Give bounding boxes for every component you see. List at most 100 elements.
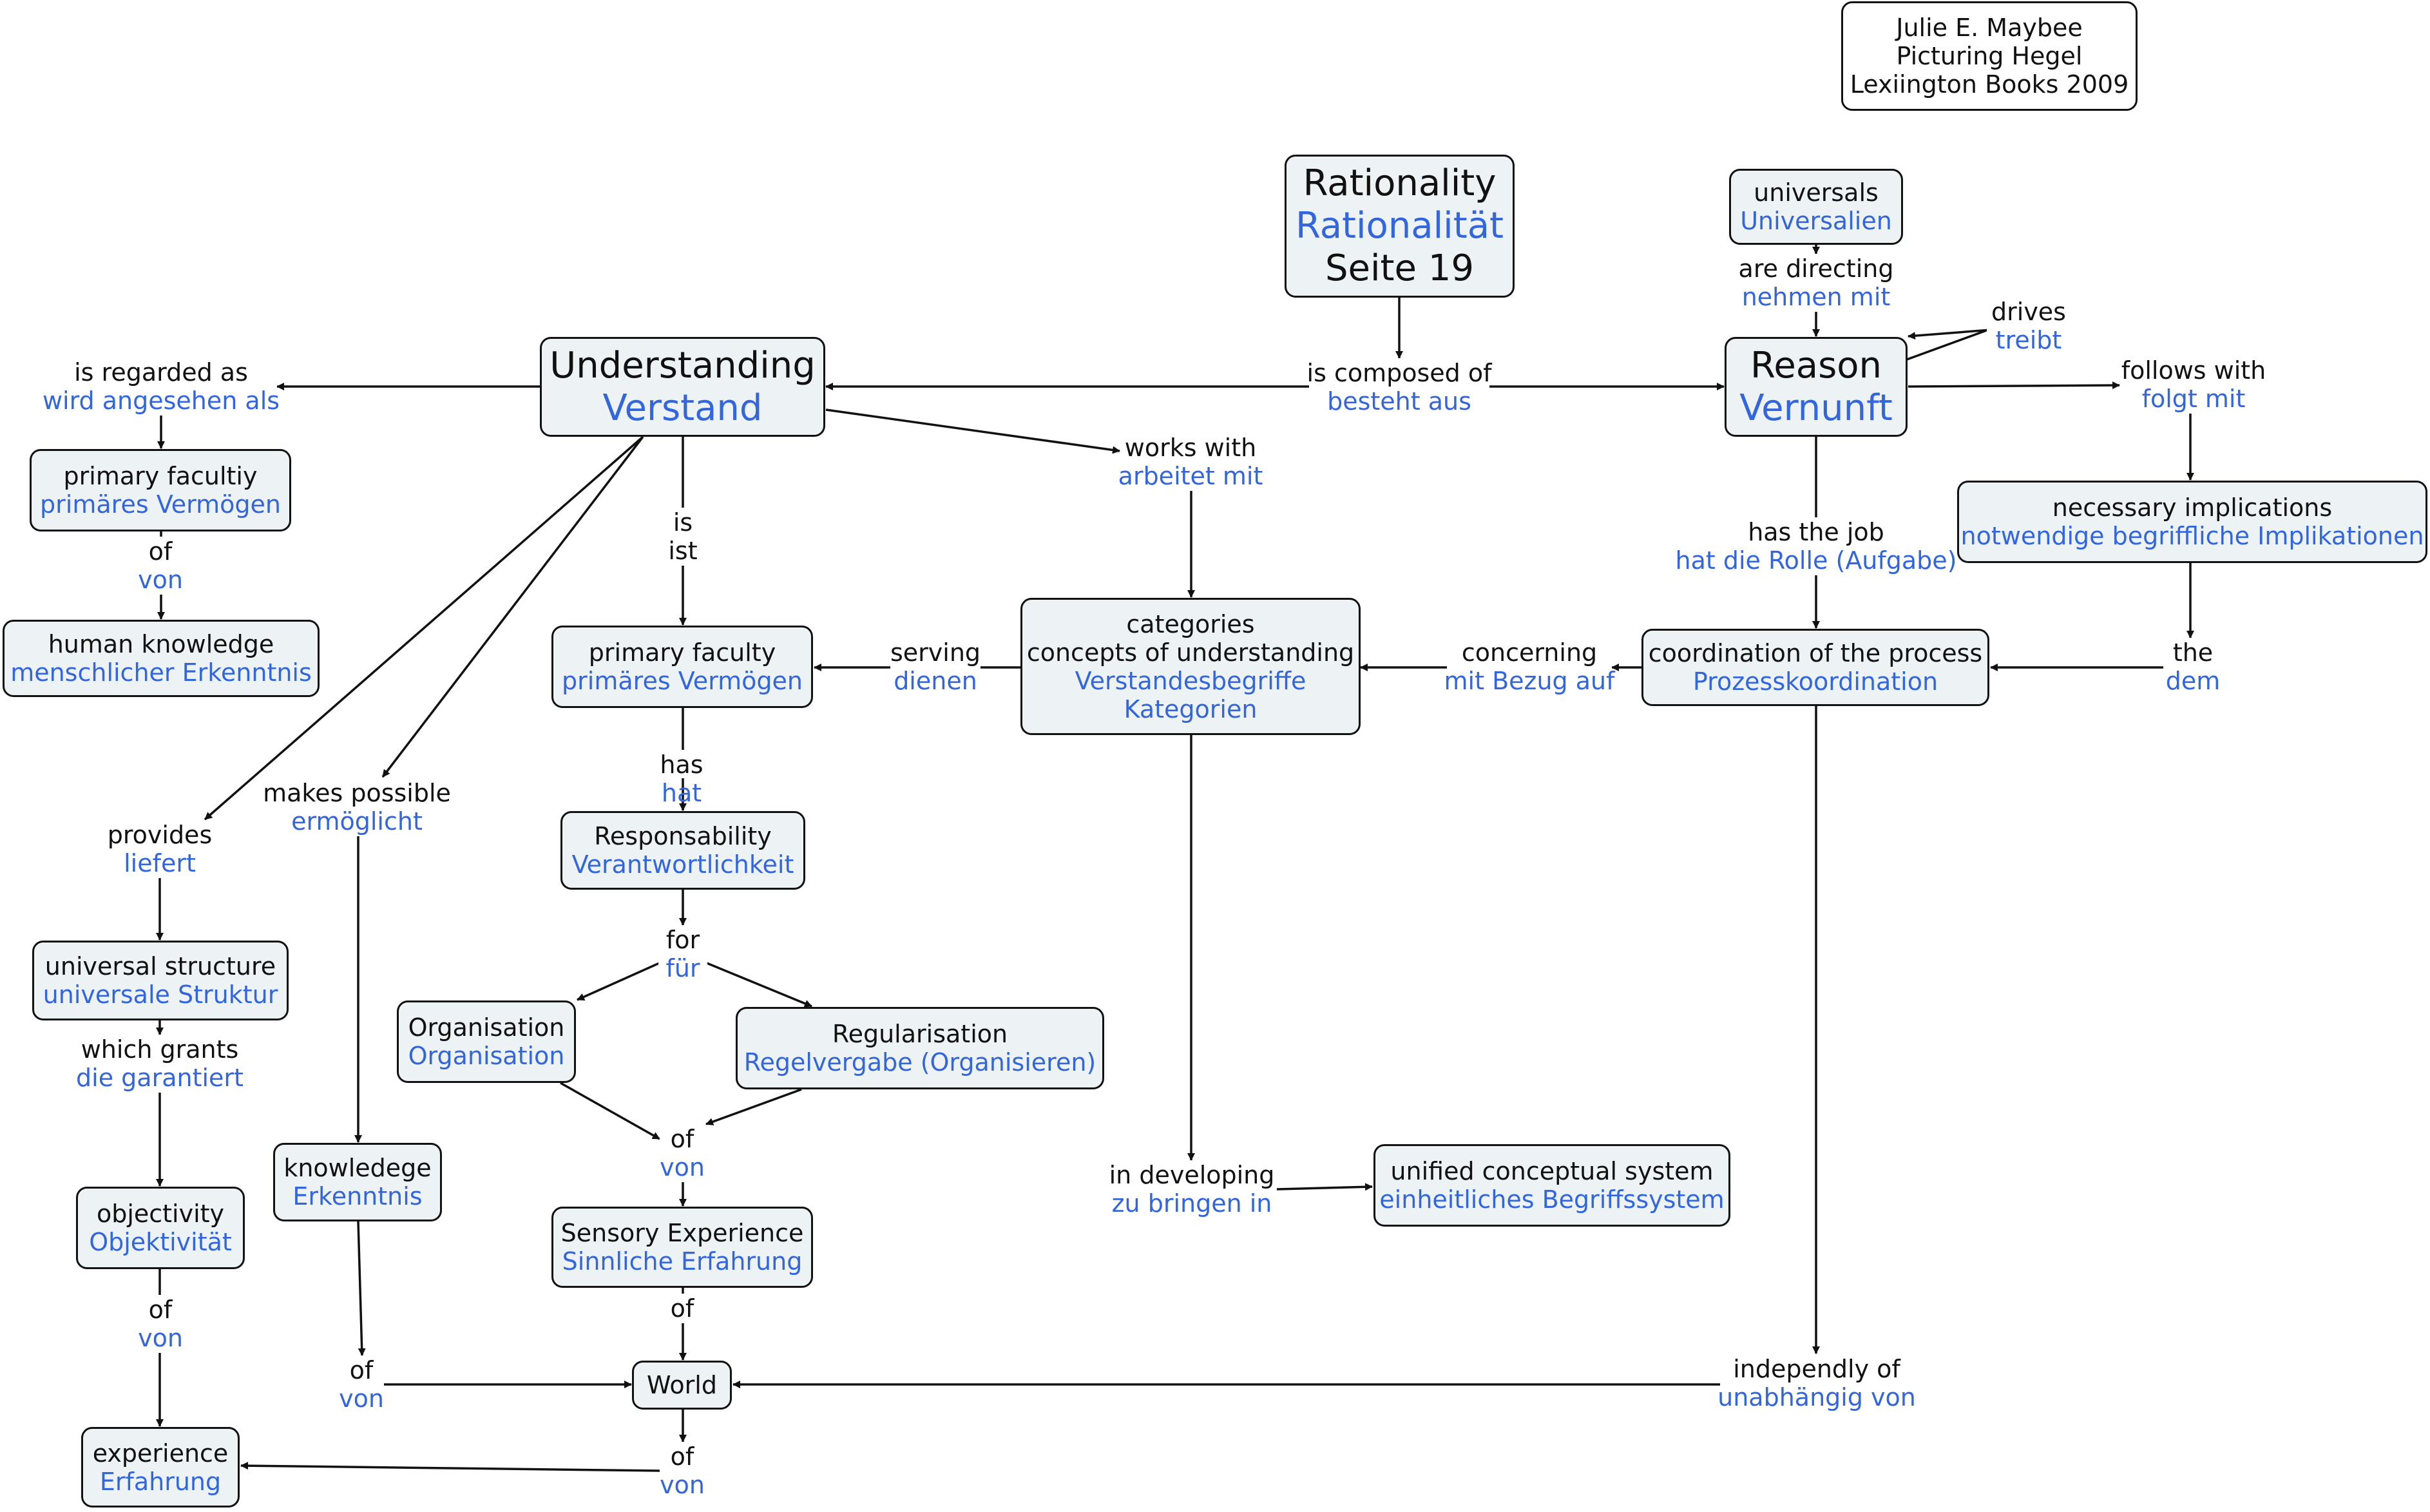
node-rationality-page: Seite 19 — [1325, 247, 1475, 289]
node-primary-faculty-de: primäres Vermögen — [562, 667, 803, 695]
citation-box: Julie E. Maybee Picturing Hegel Lexiingt… — [1841, 1, 2138, 111]
link-of-von-obj-de: von — [138, 1324, 183, 1352]
node-universal-structure[interactable]: universal structure universale Struktur — [32, 941, 289, 1020]
link-concerning-de: mit Bezug auf — [1444, 667, 1615, 695]
node-objectivity-de: Objektivität — [89, 1228, 232, 1256]
link-of-von-org: of von — [660, 1124, 705, 1182]
node-organisation-de: Organisation — [408, 1042, 565, 1070]
node-universal-structure-en: universal structure — [44, 952, 276, 981]
link-of-von-know-de: von — [339, 1384, 384, 1413]
node-regularisation[interactable]: Regularisation Regelvergabe (Organisiere… — [736, 1007, 1104, 1089]
node-categories-l3: Verstandesbegriffe — [1075, 666, 1306, 695]
node-sensory-experience[interactable]: Sensory Experience Sinnliche Erfahrung — [551, 1207, 813, 1288]
link-for-fuer-de: für — [665, 954, 700, 982]
node-experience[interactable]: experience Erfahrung — [81, 1427, 240, 1507]
node-world[interactable]: World — [632, 1361, 732, 1410]
node-knowledege-de: Erkenntnis — [292, 1182, 423, 1211]
link-drives-en: drives — [1991, 298, 2066, 326]
node-reason[interactable]: Reason Vernunft — [1725, 337, 1908, 437]
node-primary-faculty[interactable]: primary faculty primäres Vermögen — [551, 626, 813, 708]
node-regularisation-en: Regularisation — [832, 1020, 1008, 1048]
link-has-the-job: has the job hat die Rolle (Aufgabe) — [1675, 517, 1957, 575]
link-is-composed-of-en: is composed of — [1306, 359, 1492, 387]
citation-title: Picturing Hegel — [1896, 42, 2083, 70]
node-rationality[interactable]: Rationality Rationalität Seite 19 — [1285, 155, 1515, 298]
node-categories[interactable]: categories concepts of understanding Ver… — [1020, 598, 1361, 735]
link-serving-en: serving — [890, 638, 981, 667]
link-has-hat-de: hat — [661, 779, 702, 807]
node-universals[interactable]: universals Universalien — [1729, 169, 1903, 245]
connector-line — [1908, 381, 2120, 390]
link-for-fuer-en: for — [665, 926, 700, 954]
link-independly-of-en: independly of — [1733, 1355, 1900, 1383]
citation-author: Julie E. Maybee — [1896, 14, 2083, 42]
node-responsability-de: Verantwortlichkeit — [571, 850, 794, 879]
link-of-von-1-de: von — [138, 566, 183, 594]
node-necessary-implications-en: necessary implications — [2052, 493, 2333, 522]
node-necessary-implications-de: notwendige begriffliche Implikationen — [1960, 522, 2424, 550]
node-human-knowledge[interactable]: human knowledge menschlicher Erkenntnis — [3, 620, 320, 697]
node-coordination[interactable]: coordination of the process Prozesskoord… — [1641, 629, 1989, 706]
citation-publisher: Lexiington Books 2009 — [1850, 70, 2129, 99]
link-are-directing-en: are directing — [1738, 254, 1894, 283]
link-is-composed-of: is composed of besteht aus — [1306, 358, 1492, 416]
connector-line — [357, 1221, 366, 1356]
link-is-ist-de: ist — [668, 537, 698, 565]
link-concerning-en: concerning — [1461, 638, 1598, 667]
node-primary-facultiy-de: primäres Vermögen — [40, 490, 281, 519]
link-of-von-org-de: von — [660, 1153, 705, 1182]
link-provides: provides liefert — [103, 820, 216, 878]
link-works-with-de: arbeitet mit — [1118, 462, 1263, 490]
node-knowledege-en: knowledege — [283, 1154, 432, 1182]
link-has-the-job-de: hat die Rolle (Aufgabe) — [1675, 546, 1957, 575]
connector-line — [240, 1462, 660, 1472]
connector-line — [560, 1082, 660, 1140]
node-universal-structure-de: universale Struktur — [43, 981, 278, 1009]
link-provides-de: liefert — [124, 849, 196, 877]
node-primary-facultiy[interactable]: primary facultiy primäres Vermögen — [30, 449, 291, 531]
node-knowledege[interactable]: knowledege Erkenntnis — [273, 1143, 442, 1221]
link-has-hat-en: has — [660, 751, 703, 779]
link-independly-of-de: unabhängig von — [1717, 1383, 1916, 1412]
node-understanding-en: Understanding — [550, 344, 816, 387]
link-drives: drives treibt — [1987, 297, 2071, 355]
node-rationality-en: Rationality — [1303, 162, 1497, 204]
link-which-grants-de: die garantiert — [76, 1064, 244, 1092]
node-primary-faculty-en: primary faculty — [588, 638, 776, 667]
link-has-hat: has hat — [655, 750, 709, 808]
link-are-directing-de: nehmen mit — [1741, 283, 1891, 311]
link-of-von-1-en: of — [148, 537, 173, 566]
node-understanding[interactable]: Understanding Verstand — [540, 337, 825, 437]
link-is-regarded-as-en: is regarded as — [74, 358, 248, 387]
link-serving-de: dienen — [894, 667, 977, 695]
link-of-von-obj: of von — [138, 1295, 183, 1353]
node-unified-system[interactable]: unified conceptual system einheitliches … — [1373, 1144, 1730, 1227]
connector-line — [1906, 329, 1989, 361]
link-of-sensory: of — [667, 1294, 697, 1323]
link-of-von-know-en: of — [349, 1356, 374, 1384]
node-categories-l2: concepts of understanding — [1026, 638, 1355, 667]
node-necessary-implications[interactable]: necessary implications notwendige begrif… — [1957, 481, 2427, 563]
connector-line — [1908, 329, 1991, 340]
link-works-with: works with arbeitet mit — [1118, 433, 1263, 491]
link-makes-possible-de: ermöglicht — [291, 807, 423, 836]
node-experience-de: Erfahrung — [99, 1467, 222, 1496]
link-works-with-en: works with — [1124, 434, 1257, 462]
node-responsability[interactable]: Responsability Verantwortlichkeit — [560, 811, 805, 890]
connector-line — [1276, 1183, 1373, 1191]
connector-line — [381, 435, 644, 778]
link-drives-de: treibt — [1995, 326, 2062, 354]
node-objectivity[interactable]: objectivity Objektivität — [76, 1187, 245, 1269]
link-of-von-world-en: of — [670, 1442, 694, 1471]
node-reason-en: Reason — [1750, 344, 1882, 387]
link-of-von-world: of von — [660, 1442, 705, 1500]
link-is-regarded-as-de: wird angesehen als — [42, 387, 280, 415]
node-organisation[interactable]: Organisation Organisation — [397, 1000, 576, 1083]
node-coordination-de: Prozesskoordination — [1692, 667, 1938, 696]
link-in-developing-en: in developing — [1109, 1161, 1275, 1189]
node-rationality-de: Rationalität — [1296, 205, 1504, 247]
link-of-von-world-de: von — [660, 1471, 705, 1499]
link-the-dem: the dem — [2163, 638, 2223, 696]
